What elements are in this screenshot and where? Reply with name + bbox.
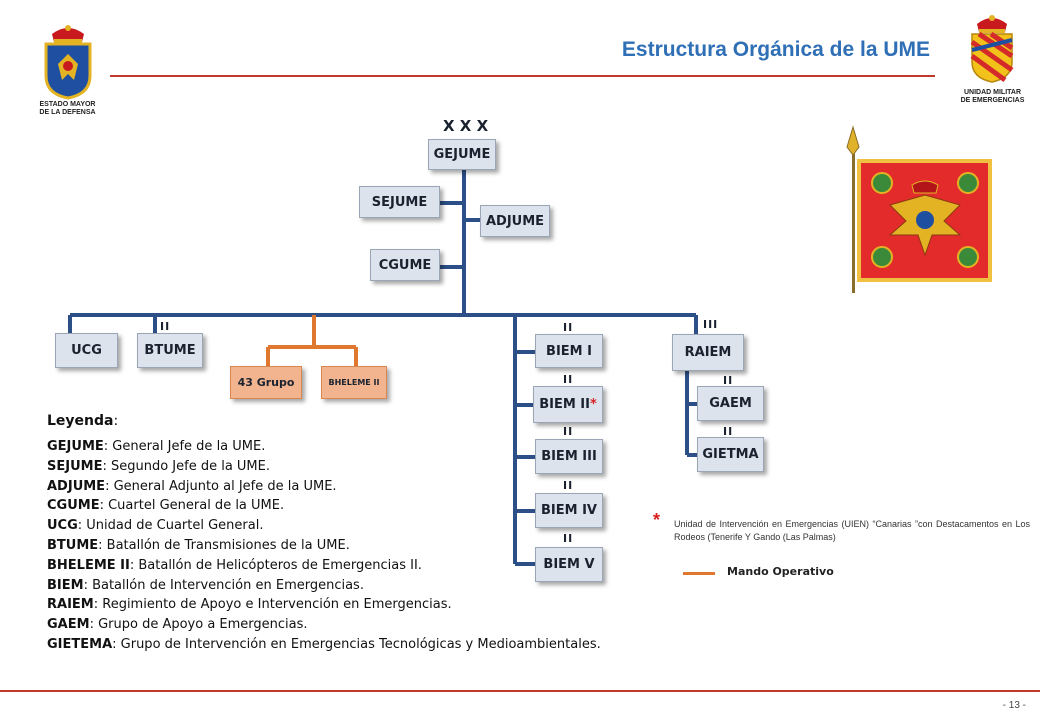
biem3-rank: II (563, 425, 574, 438)
page-number: - 13 - (1002, 700, 1026, 711)
legend-item: BIEM: Batallón de Intervención en Emerge… (47, 577, 364, 593)
title-divider (110, 75, 935, 77)
ume-crest-label: UNIDAD MILITAR DE EMERGENCIAS (960, 89, 1025, 104)
legend-item: BHELEME II: Batallón de Helicópteros de … (47, 557, 422, 573)
legend-item: GAEM: Grupo de Apoyo a Emergencias. (47, 617, 308, 633)
org-box-43-grupo[interactable]: 43 Grupo (230, 366, 302, 399)
legend-title: Leyenda: (47, 413, 119, 429)
gaem-rank: II (723, 374, 734, 387)
org-connectors (68, 170, 698, 566)
legend-item: GEJUME: General Jefe de la UME. (47, 439, 266, 454)
biem2-rank: II (563, 373, 574, 386)
btume-rank: II (160, 320, 171, 333)
org-box-biem2[interactable]: BIEM II* (533, 386, 603, 423)
org-box-biem1[interactable]: BIEM I (535, 334, 603, 368)
biem2-label: BIEM II (539, 397, 590, 412)
mando-operativo-label: Mando Operativo (727, 565, 834, 578)
legend-item: CGUME: Cuartel General de la UME. (47, 498, 285, 514)
org-box-cgume[interactable]: CGUME (370, 249, 440, 281)
ume-crest (967, 12, 1017, 84)
footer-divider (0, 690, 1040, 692)
emad-crest-label: ESTADO MAYOR DE LA DEFENSA (39, 101, 96, 116)
mando-operativo-swatch (683, 572, 715, 575)
gietma-rank: II (723, 425, 734, 438)
uien-note: Unidad de Intervención en Emergencias (U… (674, 519, 1030, 542)
org-box-adjume[interactable]: ADJUME (480, 205, 550, 237)
org-box-bheleme[interactable]: BHELEME II (321, 366, 387, 399)
biem5-rank: II (563, 532, 574, 545)
biem1-rank: II (563, 321, 574, 334)
ume-flag (840, 125, 995, 295)
legend-item: SEJUME: Segundo Jefe de la UME. (47, 458, 270, 474)
legend-item: BTUME: Batallón de Transmisiones de la U… (47, 537, 350, 553)
legend-item: RAIEM: Regimiento de Apoyo e Intervenció… (47, 597, 452, 613)
org-box-biem3[interactable]: BIEM III (535, 439, 603, 474)
org-box-gietma[interactable]: GIETMA (697, 437, 764, 472)
gejume-rank: X X X (443, 117, 489, 135)
org-box-gejume[interactable]: GEJUME (428, 139, 496, 170)
raiem-rank: III (703, 318, 719, 331)
legend-item: GIETEMA: Grupo de Intervención en Emerge… (47, 636, 601, 652)
org-box-ucg[interactable]: UCG (55, 333, 118, 368)
org-box-gaem[interactable]: GAEM (697, 386, 764, 421)
org-box-raiem[interactable]: RAIEM (672, 334, 744, 371)
emad-crest (38, 20, 98, 100)
legend: Leyenda: GEJUME: General Jefe de la UME.… (47, 413, 601, 657)
legend-item: ADJUME: General Adjunto al Jefe de la UM… (47, 478, 337, 494)
org-box-biem5[interactable]: BIEM V (535, 547, 603, 582)
note-asterisk: * (653, 510, 661, 530)
biem2-asterisk: * (589, 397, 597, 412)
biem4-rank: II (563, 479, 574, 492)
page-title: Estructura Orgánica de la UME (621, 38, 930, 61)
org-box-biem4[interactable]: BIEM IV (535, 493, 603, 528)
legend-item: UCG: Unidad de Cuartel General. (47, 518, 264, 534)
org-box-sejume[interactable]: SEJUME (359, 186, 440, 218)
org-box-btume[interactable]: BTUME (137, 333, 203, 368)
